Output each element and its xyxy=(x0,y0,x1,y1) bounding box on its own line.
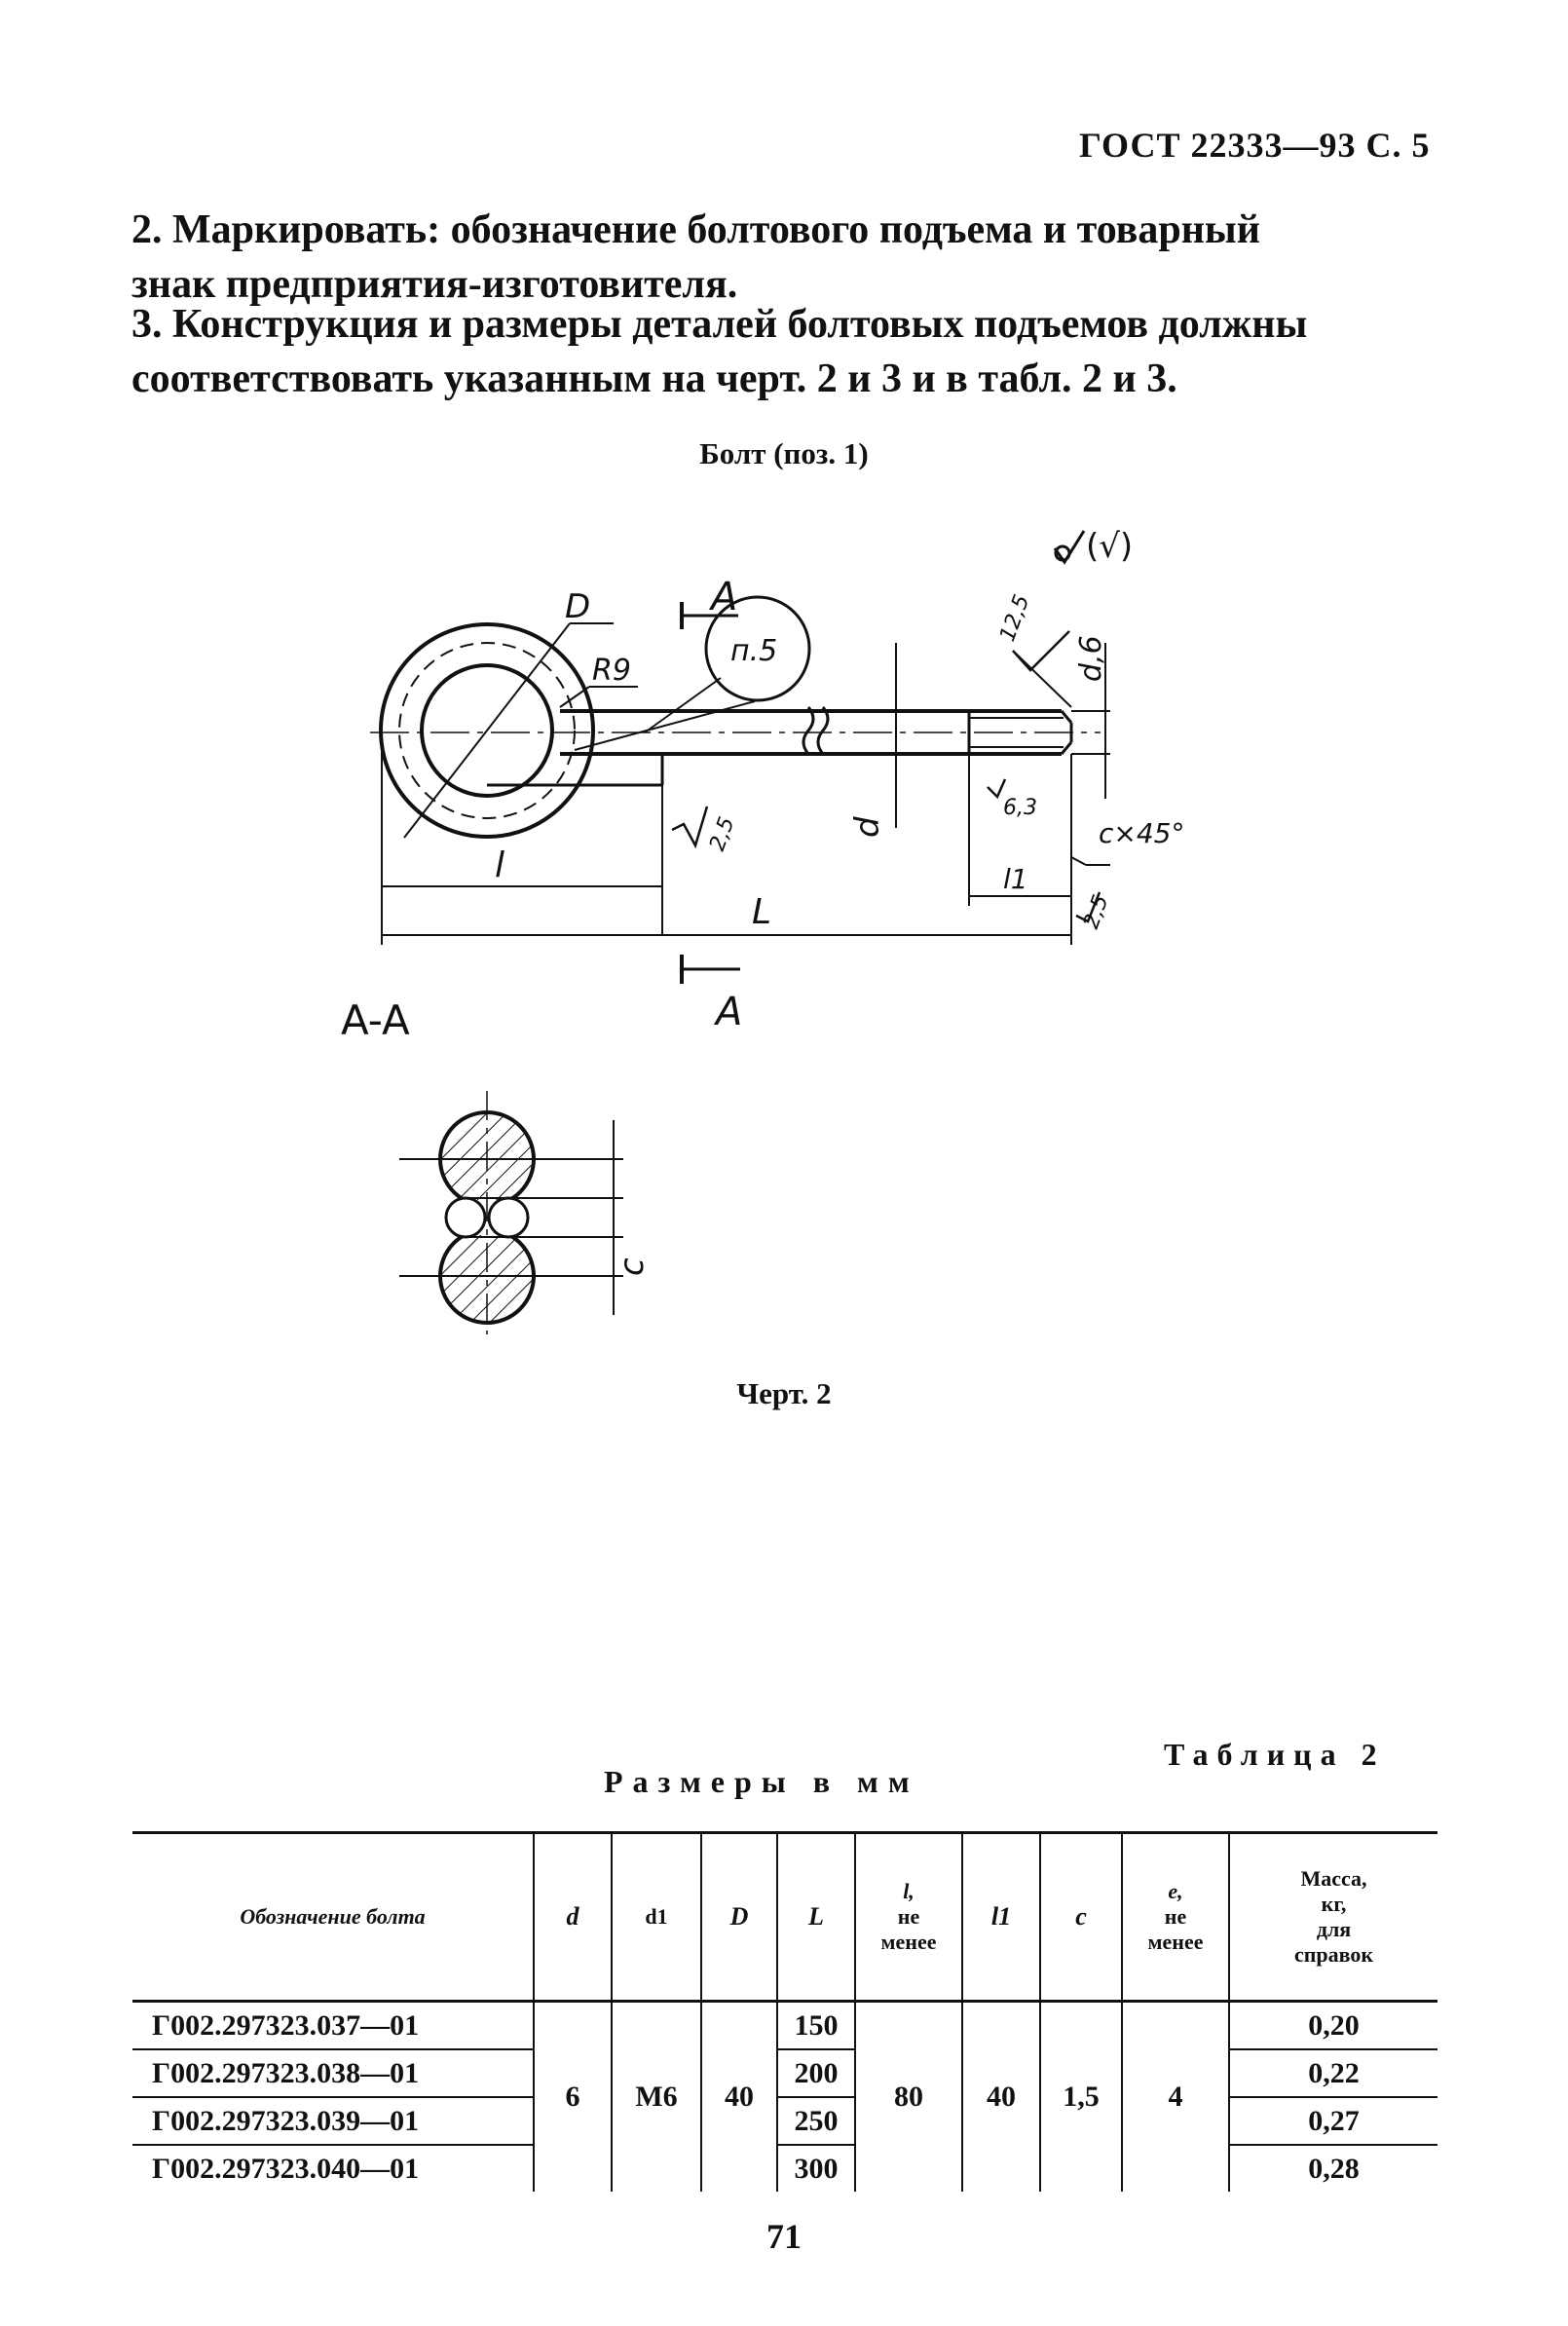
header-d: d xyxy=(534,1831,613,2003)
header-L: L xyxy=(777,1831,856,2003)
table-row: Г002.297323.040—01 300 0,28 xyxy=(132,2145,1437,2192)
cell-l1: 40 xyxy=(962,2001,1041,2192)
header-mass-line: кг, xyxy=(1321,1892,1347,1916)
paragraph-line: 2. Маркировать: обозначение болтового по… xyxy=(131,207,1260,252)
figure-label: Черт. 2 xyxy=(736,1376,832,1410)
header-e-line: не xyxy=(1164,1904,1187,1929)
dim-2-5-label-right: 2,5 xyxy=(1079,892,1113,932)
header-l-line: не xyxy=(897,1904,920,1929)
section-mark-bottom: A xyxy=(713,990,742,1034)
section-mark-top: A xyxy=(708,575,737,619)
paragraph-item-2: 2. Маркировать: обозначение болтового по… xyxy=(131,203,1437,312)
table-row: Г002.297323.037—01 6 M6 40 150 80 40 1,5… xyxy=(132,2001,1437,2192)
dim-l-label: l xyxy=(495,845,504,885)
table-row: Г002.297323.039—01 250 0,27 xyxy=(132,2097,1437,2146)
dimensions-table: Обозначение болта d d1 D L l, не менее l… xyxy=(132,1831,1437,2192)
header-l1: l1 xyxy=(962,1831,1041,2003)
header-e: e, не менее xyxy=(1122,1831,1230,2003)
header-designation: Обозначение болта xyxy=(132,1831,535,2003)
header-mass-line: Масса, xyxy=(1300,1866,1367,1891)
cell-e: 4 xyxy=(1122,2001,1230,2192)
cell-d: 6 xyxy=(534,2001,613,2192)
header-l: l, не менее xyxy=(855,1831,963,2003)
paragraph-line: 3. Конструкция и размеры деталей болтовы… xyxy=(131,302,1308,347)
dim-12-5-label: 12,5 xyxy=(995,591,1034,645)
header-e-symbol: e, xyxy=(1168,1879,1183,1903)
note-ref-circle xyxy=(704,595,811,702)
figure-caption: Болт (поз. 1) xyxy=(699,436,869,470)
header-d1: d1 xyxy=(612,1831,702,2003)
header-l-line: менее xyxy=(880,1930,937,1954)
cell-L: 150 xyxy=(777,2001,856,2050)
dim-d06-label: d,6 xyxy=(1074,635,1108,682)
table-units: Размеры в мм xyxy=(604,1764,919,1799)
cell-L: 300 xyxy=(777,2145,856,2192)
roughness-label: (√) xyxy=(1086,527,1133,566)
cell-c: 1,5 xyxy=(1040,2001,1123,2192)
dim-6-3-label: 6,3 xyxy=(1003,796,1037,820)
eye-outer-circle xyxy=(379,622,595,839)
dim-chamfer-label: c×45° xyxy=(1099,817,1184,849)
header-mass-line: справок xyxy=(1293,1942,1374,1967)
header-e-line: менее xyxy=(1147,1930,1204,1954)
header-mass-line: для xyxy=(1316,1917,1352,1941)
cell-d1: M6 xyxy=(612,2001,702,2192)
cell-L: 250 xyxy=(777,2097,856,2146)
dim-c-label: c xyxy=(613,1257,652,1276)
cell-L: 200 xyxy=(777,2049,856,2098)
cell-designation: Г002.297323.039—01 xyxy=(132,2097,535,2146)
dim-2-5-label-left: 2,5 xyxy=(705,814,739,854)
cell-D: 40 xyxy=(701,2001,778,2192)
cell-designation: Г002.297323.037—01 xyxy=(132,2001,535,2050)
dim-l1-label: l1 xyxy=(1003,863,1028,895)
paragraph-line: знак предприятия-изготовителя. xyxy=(131,262,738,307)
dim-R9-label: R9 xyxy=(592,654,631,688)
paragraph-line: соответствовать указанным на черт. 2 и 3… xyxy=(131,356,1177,401)
page-number: 71 xyxy=(766,2217,802,2256)
eye-inner-circle xyxy=(420,663,554,798)
cell-mass: 0,27 xyxy=(1229,2097,1437,2146)
section-title: A-A xyxy=(341,996,410,1044)
cell-mass: 0,28 xyxy=(1308,2152,1360,2185)
header-l-symbol: l, xyxy=(903,1879,915,1903)
header-D: D xyxy=(701,1831,778,2003)
note-ref-label: п.5 xyxy=(730,634,777,668)
dim-D-label: D xyxy=(565,587,590,626)
cell-l: 80 xyxy=(855,2001,963,2192)
running-header: ГОСТ 22333—93 С. 5 xyxy=(1079,126,1431,165)
cell-designation: Г002.297323.040—01 xyxy=(132,2145,535,2192)
dim-L-label: L xyxy=(752,892,771,932)
header-mass: Масса, кг, для справок xyxy=(1229,1831,1437,2003)
cell-designation: Г002.297323.038—01 xyxy=(132,2049,535,2098)
cell-mass: 0,22 xyxy=(1229,2049,1437,2098)
bolt-technical-drawing: A A п.5 D R9 l L d d,6 12,5 6,3 2,5 2,5 … xyxy=(341,527,1184,1334)
eye-axis-circle xyxy=(398,642,576,819)
table-header-row: Обозначение болта d d1 D L l, не менее l… xyxy=(132,1831,1437,2003)
table-title: Таблица 2 xyxy=(1164,1737,1386,1772)
paragraph-item-3: 3. Конструкция и размеры деталей болтовы… xyxy=(131,297,1437,406)
table-row: Г002.297323.038—01 200 0,22 xyxy=(132,2049,1437,2098)
header-c: c xyxy=(1040,1831,1123,2003)
dim-d-label: d xyxy=(848,816,887,838)
cell-mass: 0,20 xyxy=(1229,2001,1437,2050)
